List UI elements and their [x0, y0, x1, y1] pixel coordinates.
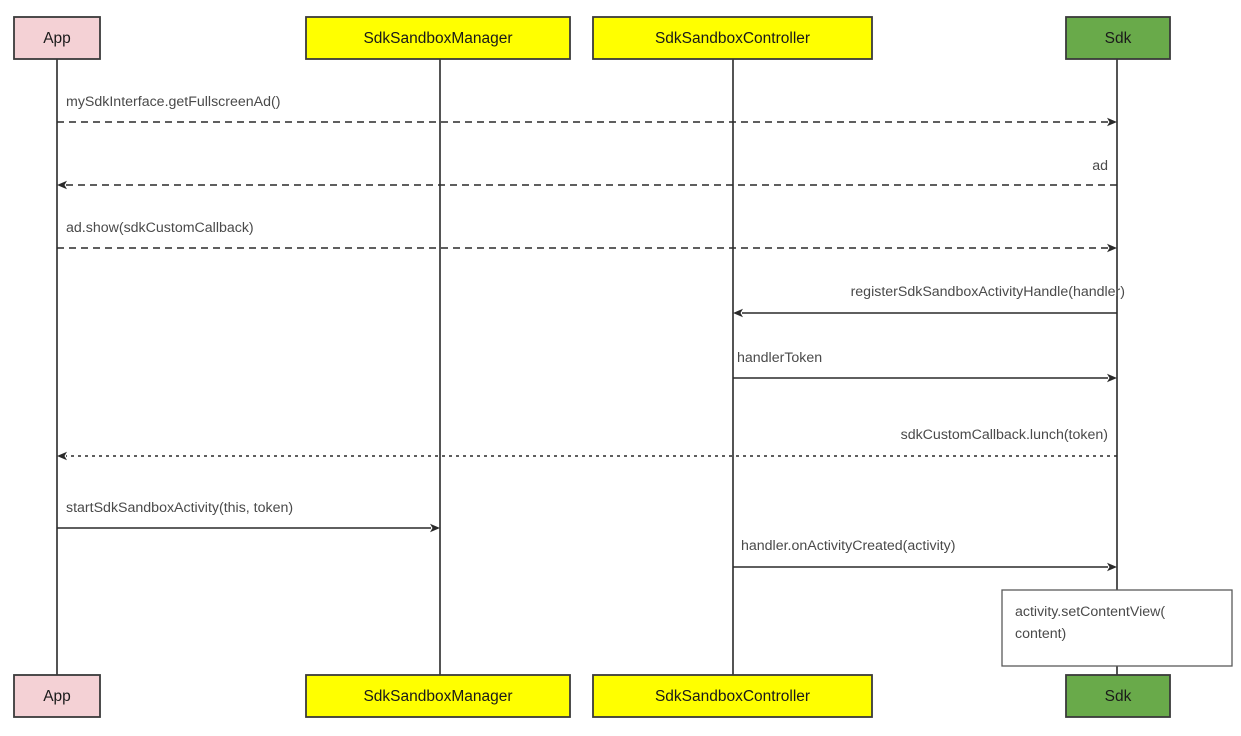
message-label-6: sdkCustomCallback.lunch(token): [901, 427, 1108, 443]
participant-box-app[interactable]: [13, 674, 101, 718]
message-1-app-to-sdk[interactable]: mySdkInterface.getFullscreenAd(): [57, 94, 1117, 127]
participant-sdk-top[interactable]: Sdk: [1065, 16, 1171, 60]
participant-box-controller[interactable]: [592, 16, 873, 60]
participant-label-app: App: [43, 30, 71, 47]
participant-app-top[interactable]: App: [13, 16, 101, 60]
message-5-controller-to-sdk[interactable]: handlerToken: [733, 350, 1117, 383]
message-arrowhead-3: [1107, 243, 1117, 253]
message-6-sdk-to-app[interactable]: sdkCustomCallback.lunch(token): [57, 427, 1117, 461]
participant-app-bottom[interactable]: App: [13, 674, 101, 718]
participant-box-sdk[interactable]: [1065, 674, 1171, 718]
message-arrowhead-2: [57, 180, 67, 190]
participant-manager-top[interactable]: SdkSandboxManager: [305, 16, 571, 60]
message-label-1: mySdkInterface.getFullscreenAd(): [66, 94, 280, 110]
message-2-sdk-to-app[interactable]: ad: [57, 158, 1117, 190]
message-3-app-to-sdk[interactable]: ad.show(sdkCustomCallback): [57, 220, 1117, 253]
participant-controller-bottom[interactable]: SdkSandboxController: [592, 674, 873, 718]
participant-sdk-bottom[interactable]: Sdk: [1065, 674, 1171, 718]
participant-label-controller: SdkSandboxController: [655, 688, 810, 705]
participant-controller-top[interactable]: SdkSandboxController: [592, 16, 873, 60]
message-4-sdk-to-controller[interactable]: registerSdkSandboxActivityHandle(handler…: [733, 284, 1125, 318]
participant-label-sdk: Sdk: [1105, 30, 1132, 47]
participant-manager-bottom[interactable]: SdkSandboxManager: [305, 674, 571, 718]
participant-box-app[interactable]: [13, 16, 101, 60]
note-box[interactable]: [1001, 589, 1233, 667]
participant-box-manager[interactable]: [305, 674, 571, 718]
message-7-app-to-manager[interactable]: startSdkSandboxActivity(this, token): [57, 500, 440, 533]
message-label-3: ad.show(sdkCustomCallback): [66, 220, 254, 236]
participant-label-manager: SdkSandboxManager: [363, 30, 512, 47]
message-label-8: handler.onActivityCreated(activity): [741, 538, 955, 554]
message-arrowhead-6: [57, 451, 67, 461]
note-line-1: activity.setContentView(: [1015, 604, 1165, 620]
participant-label-app: App: [43, 688, 71, 705]
participant-box-controller[interactable]: [592, 674, 873, 718]
set-content-view-note[interactable]: activity.setContentView( content): [1001, 589, 1233, 667]
message-arrowhead-5: [1107, 373, 1117, 383]
message-arrowhead-8: [1107, 562, 1117, 572]
message-8-controller-to-sdk[interactable]: handler.onActivityCreated(activity): [733, 538, 1117, 572]
message-arrowhead-1: [1107, 117, 1117, 127]
participant-label-sdk: Sdk: [1105, 688, 1132, 705]
message-label-2: ad: [1092, 158, 1108, 174]
messages-layer: mySdkInterface.getFullscreenAd() ad ad.sho…: [57, 94, 1125, 572]
participant-box-sdk[interactable]: [1065, 16, 1171, 60]
message-label-4: registerSdkSandboxActivityHandle(handler…: [851, 284, 1125, 300]
participants-layer: AppAppSdkSandboxManagerSdkSandboxManager…: [13, 16, 1171, 718]
note-line-2: content): [1015, 626, 1066, 642]
participant-label-manager: SdkSandboxManager: [363, 688, 512, 705]
notes-layer: activity.setContentView( content): [1001, 589, 1233, 667]
lifelines-layer: [56, 59, 1118, 675]
participant-label-controller: SdkSandboxController: [655, 30, 810, 47]
message-arrowhead-7: [430, 523, 440, 533]
message-label-5: handlerToken: [737, 350, 822, 366]
message-label-7: startSdkSandboxActivity(this, token): [66, 500, 293, 516]
participant-box-manager[interactable]: [305, 16, 571, 60]
message-arrowhead-4: [733, 308, 743, 318]
